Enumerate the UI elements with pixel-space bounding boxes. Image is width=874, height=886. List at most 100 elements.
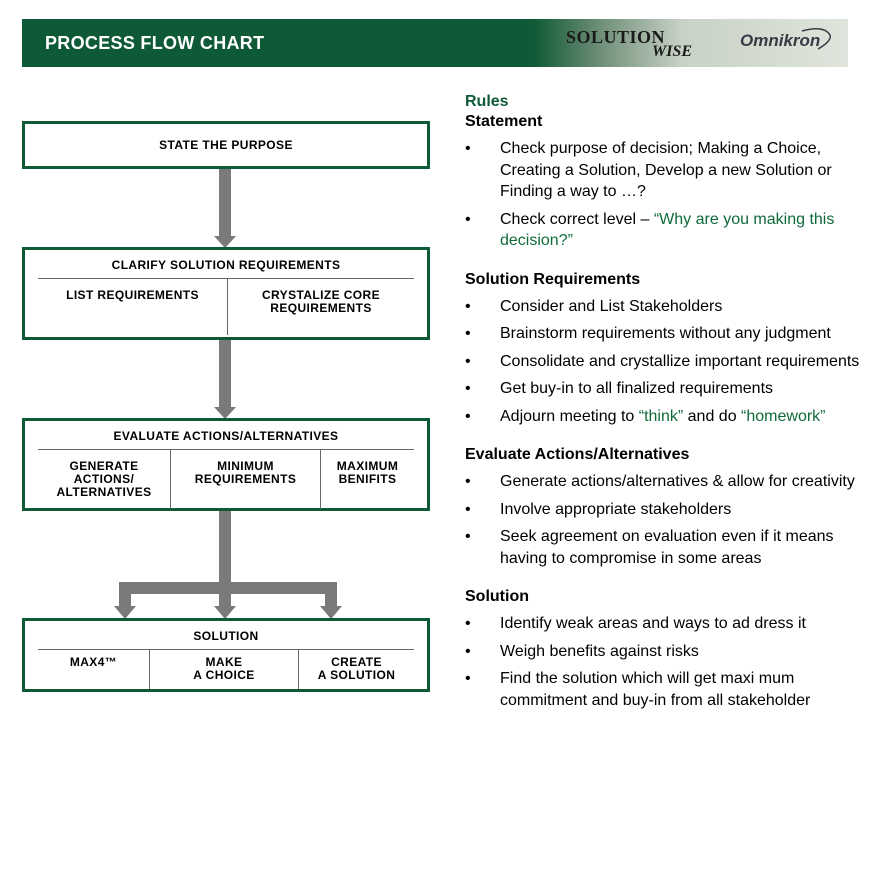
rules-section: StatementCheck purpose of decision; Maki… [465,112,860,252]
flow-box-title: CLARIFY SOLUTION REQUIREMENTS [111,258,341,272]
flow-cell-line: CRYSTALIZE CORE [261,288,380,302]
omnikron-swoosh-icon [801,28,831,50]
arrow-head [214,236,236,248]
flow-cell-line: GENERATE [69,459,139,473]
rules-item-text: and do [683,407,742,425]
flow-cell-line: REQUIREMENTS [194,472,297,486]
rules-list-item: Find the solution which will get maxi mu… [465,668,860,711]
arrow-branch-bar [119,582,337,594]
flow-cell-line: REQUIREMENTS [270,301,372,315]
rules-item-text: Get buy-in to all finalized requirements [500,380,774,397]
rules-list-item: Seek agreement on evaluation even if it … [465,526,860,569]
rules-item-text: Identify weak areas and ways to ad dress… [500,615,806,632]
rules-item-text: Seek agreement on evaluation even if it … [500,528,834,567]
rules-list-item: Check correct level – “Why are you makin… [465,209,860,252]
flow-box-cells: MAX4™ MAKE A CHOICE CREATE A SOLUTION [38,649,414,689]
omnikron-logo-text: Omnikron [740,31,821,50]
solutionwise-logo-line2: WISE [652,43,693,60]
rules-section-heading: Statement [465,113,543,130]
rules-item-text: Weigh benefits against risks [500,642,699,660]
solutionwise-logo: SOLUTION WISE [566,23,696,63]
rules-section: Evaluate Actions/AlternativesGenerate ac… [465,445,860,569]
rules-list-item: Involve appropriate stakeholders [465,499,860,521]
rules-list: Check purpose of decision; Making a Choi… [465,138,860,252]
arrow-shaft [219,594,231,608]
flow-cell-line: MAXIMUM [336,459,399,473]
flow-cell-line: A SOLUTION [317,668,396,682]
flow-cell: MAXIMUM BENIFITS [320,450,414,509]
rules-item-text: Find the solution which will get maxi mu… [500,670,811,709]
rules-item-text: Consider and List Stakeholders [500,297,723,315]
rules-list-item: Adjourn meeting to “think” and do “homew… [465,406,860,428]
flow-cell-line: CREATE [331,655,382,669]
header-banner: PROCESS FLOW CHART SOLUTION WISE Omnikro… [22,19,848,67]
flow-cell: MAKE A CHOICE [149,650,298,689]
flow-box-requirements: CLARIFY SOLUTION REQUIREMENTS LIST REQUI… [22,247,430,340]
rules-item-text: Check purpose of decision; Making a Choi… [500,140,832,200]
flow-box-cells: GENERATE ACTIONS/ ALTERNATIVES MINIMUM R… [38,449,414,509]
flow-cell: MAX4™ [38,650,149,689]
rules-list-item: Brainstorm requirements without any judg… [465,323,860,345]
flow-cell-line: A CHOICE [193,668,255,682]
flow-box-title: SOLUTION [193,629,259,643]
flow-cell-line: BENIFITS [338,472,397,486]
rules-item-text: Adjourn meeting to [500,407,639,425]
arrow-shaft [219,339,231,409]
flow-cell-line: MAX4™ [69,655,118,669]
arrow-head [320,606,342,619]
flow-cell: CRYSTALIZE CORE REQUIREMENTS [227,279,414,335]
rules-title: Rules [465,93,509,110]
arrow-shaft [119,582,131,608]
rules-item-text: Involve appropriate stakeholders [500,500,732,518]
rules-quote-text: “think” [638,407,684,425]
rules-item-text: Generate actions/alternatives & allow fo… [500,473,855,490]
flow-box-solution: SOLUTION MAX4™ MAKE A CHOICE CREATE A SO… [22,618,430,692]
rules-panel: Rules StatementCheck purpose of decision… [465,92,860,711]
rules-list-item: Consider and List Stakeholders [465,296,860,318]
rules-quote-text: “homework” [741,407,826,425]
rules-list-item: Check purpose of decision; Making a Choi… [465,138,860,203]
flow-cell-line: LIST REQUIREMENTS [66,288,199,302]
flow-box-evaluate: EVALUATE ACTIONS/ALTERNATIVES GENERATE A… [22,418,430,511]
rules-section-heading: Solution [465,588,529,605]
flow-cell: CREATE A SOLUTION [298,650,414,689]
flow-cell: MINIMUM REQUIREMENTS [170,450,320,509]
rules-list-item: Get buy-in to all finalized requirements [465,378,860,400]
rules-list-item: Generate actions/alternatives & allow fo… [465,471,860,493]
rules-quote-text: “Why are you making this decision?” [500,210,835,250]
arrow-shaft [219,510,231,594]
rules-list: Generate actions/alternatives & allow fo… [465,471,860,569]
flow-cell-line: ALTERNATIVES [56,485,152,499]
arrow-head [214,407,236,419]
flow-box-title: STATE THE PURPOSE [159,138,293,152]
rules-section-heading: Solution Requirements [465,270,641,288]
rules-list-item: Weigh benefits against risks [465,641,860,663]
rules-list: Identify weak areas and ways to ad dress… [465,613,860,711]
rules-item-text: Consolidate and crystallize important re… [500,352,860,370]
rules-section: SolutionIdentify weak areas and ways to … [465,587,860,711]
arrow-shaft [219,168,231,238]
flow-box-title: EVALUATE ACTIONS/ALTERNATIVES [113,429,339,443]
rules-list-item: Identify weak areas and ways to ad dress… [465,613,860,635]
flow-cell: GENERATE ACTIONS/ ALTERNATIVES [38,450,170,509]
rules-sections: StatementCheck purpose of decision; Maki… [465,112,860,711]
rules-section-heading: Evaluate Actions/Alternatives [465,446,690,463]
flow-box-cells: LIST REQUIREMENTS CRYSTALIZE CORE REQUIR… [38,278,414,335]
arrow-head [114,606,136,619]
rules-list: Consider and List StakeholdersBrainstorm… [465,296,860,428]
flow-cell-line: MINIMUM [217,459,274,473]
flow-cell-line: MAKE [205,655,243,669]
arrow-head [214,606,236,619]
rules-item-text: Brainstorm requirements without any judg… [500,325,831,342]
omnikron-logo: Omnikron [740,27,834,57]
flow-cell: LIST REQUIREMENTS [38,279,227,335]
page-title: PROCESS FLOW CHART [45,33,265,53]
rules-list-item: Consolidate and crystallize important re… [465,351,860,373]
flow-cell-line: ACTIONS/ [73,472,135,486]
rules-section: Solution RequirementsConsider and List S… [465,270,860,428]
solutionwise-logo-line1: SOLUTION [566,27,666,47]
flow-box-purpose: STATE THE PURPOSE [22,121,430,169]
arrow-shaft [325,582,337,608]
rules-item-text: Check correct level – [500,210,654,228]
